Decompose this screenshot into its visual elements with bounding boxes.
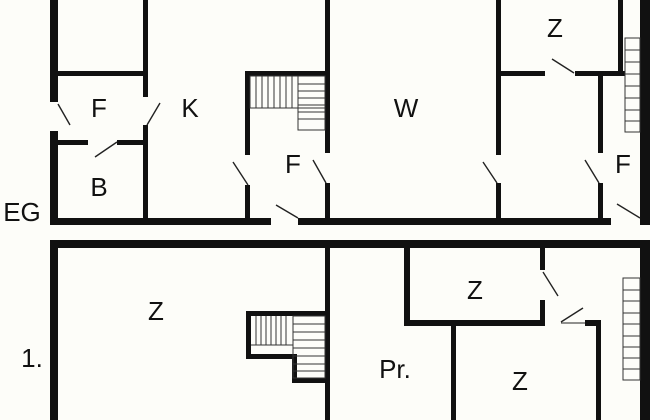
- ground-stairs-right: [624, 37, 641, 133]
- room-label-k: K: [181, 93, 199, 123]
- room-label-z: Z: [547, 13, 563, 43]
- ground-floor-walls: [50, 0, 650, 225]
- room-label-f: F: [285, 149, 301, 179]
- room-label-b: B: [90, 172, 107, 202]
- first-stairs-right: [622, 277, 641, 381]
- room-label-f: F: [91, 93, 107, 123]
- room-label-z: Z: [148, 296, 164, 326]
- first-doors: [542, 271, 585, 324]
- ground-doors: [57, 58, 641, 219]
- room-label-pr: Pr.: [379, 354, 411, 384]
- room-label-w: W: [394, 93, 419, 123]
- room-label-z: Z: [467, 275, 483, 305]
- first-floor-walls: [50, 240, 650, 420]
- room-label-f: F: [615, 149, 631, 179]
- room-label-z: Z: [512, 366, 528, 396]
- first-stairs-left: [251, 315, 326, 379]
- ground-stairs-left: [249, 75, 326, 131]
- floor-label-first: 1.: [21, 343, 43, 373]
- floor-label-ground: EG: [3, 197, 41, 227]
